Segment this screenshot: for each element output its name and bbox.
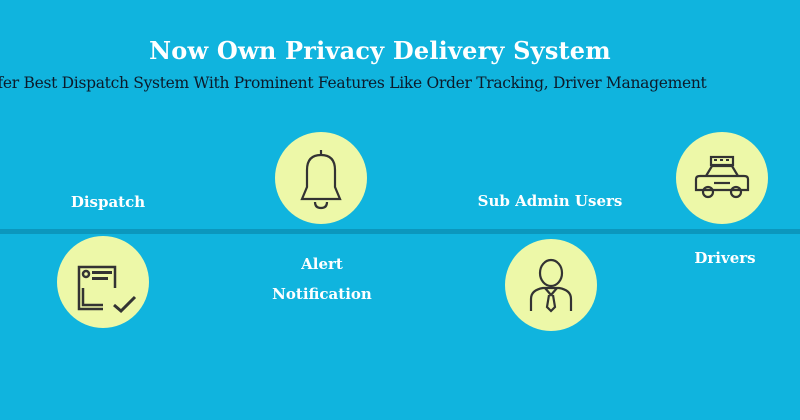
alert-icon-circle — [275, 132, 367, 224]
feature-label-dispatch: Dispatch — [70, 193, 146, 211]
page-subtitle: ffer Best Dispatch System With Prominent… — [0, 74, 707, 92]
taxi-icon — [694, 155, 750, 199]
dispatch-icon-circle — [57, 236, 149, 328]
drivers-icon-circle — [676, 132, 768, 224]
page-title: Now Own Privacy Delivery System — [149, 36, 611, 65]
dispatch-checklist-icon — [77, 265, 137, 314]
feature-label-alert-line1: Alert — [301, 255, 343, 273]
feature-label-sub-admin: Sub Admin Users — [477, 192, 623, 210]
bell-icon — [300, 150, 342, 210]
feature-label-alert: Alert Notification — [252, 249, 392, 309]
feature-label-alert-line2: Notification — [272, 285, 372, 303]
feature-label-drivers: Drivers — [694, 249, 756, 267]
sub-admin-icon-circle — [505, 239, 597, 331]
user-icon — [529, 258, 573, 313]
divider-line — [0, 229, 800, 234]
